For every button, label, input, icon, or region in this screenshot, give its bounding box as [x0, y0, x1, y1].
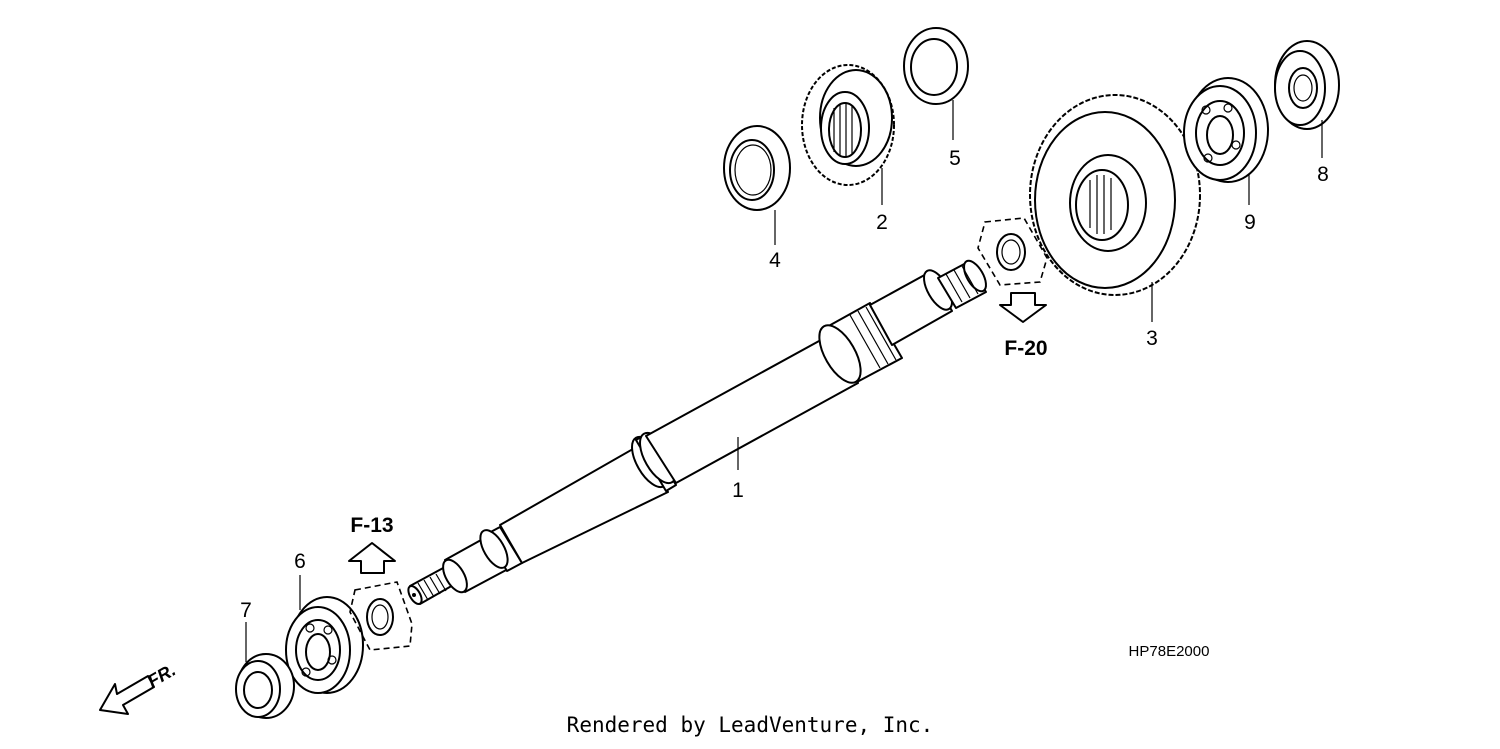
bearing-6[interactable] — [285, 596, 364, 694]
part-label-1[interactable]: 1 — [732, 479, 744, 502]
part-label-2[interactable]: 2 — [876, 211, 888, 234]
diagram-code: HP78E2000 — [1129, 643, 1210, 660]
part-label-9[interactable]: 9 — [1244, 211, 1256, 234]
large-gear[interactable] — [1029, 94, 1201, 296]
reference-f13-label[interactable]: F-13 — [350, 514, 393, 537]
part-label-3[interactable]: 3 — [1146, 327, 1158, 350]
front-direction-arrow-icon — [99, 675, 155, 715]
reference-f13-washer[interactable] — [349, 581, 413, 651]
arrow-up-icon — [348, 542, 396, 574]
part-label-5[interactable]: 5 — [949, 147, 961, 170]
footer-credit: Rendered by LeadVenture, Inc. — [566, 713, 934, 737]
seal-4[interactable] — [723, 125, 791, 211]
washer-5[interactable] — [903, 27, 969, 105]
seal-7[interactable] — [235, 653, 295, 719]
seal-8[interactable] — [1274, 40, 1340, 130]
bearing-9[interactable] — [1183, 77, 1269, 183]
arrow-down-icon — [999, 292, 1047, 323]
part-label-4[interactable]: 4 — [769, 249, 781, 272]
reference-f20-label[interactable]: F-20 — [1004, 337, 1047, 360]
reference-f20-washer[interactable] — [977, 217, 1048, 286]
small-gear[interactable] — [801, 64, 895, 186]
main-shaft[interactable] — [406, 257, 991, 606]
part-label-8[interactable]: 8 — [1317, 163, 1329, 186]
part-label-6[interactable]: 6 — [294, 550, 306, 573]
part-label-7[interactable]: 7 — [240, 599, 252, 622]
